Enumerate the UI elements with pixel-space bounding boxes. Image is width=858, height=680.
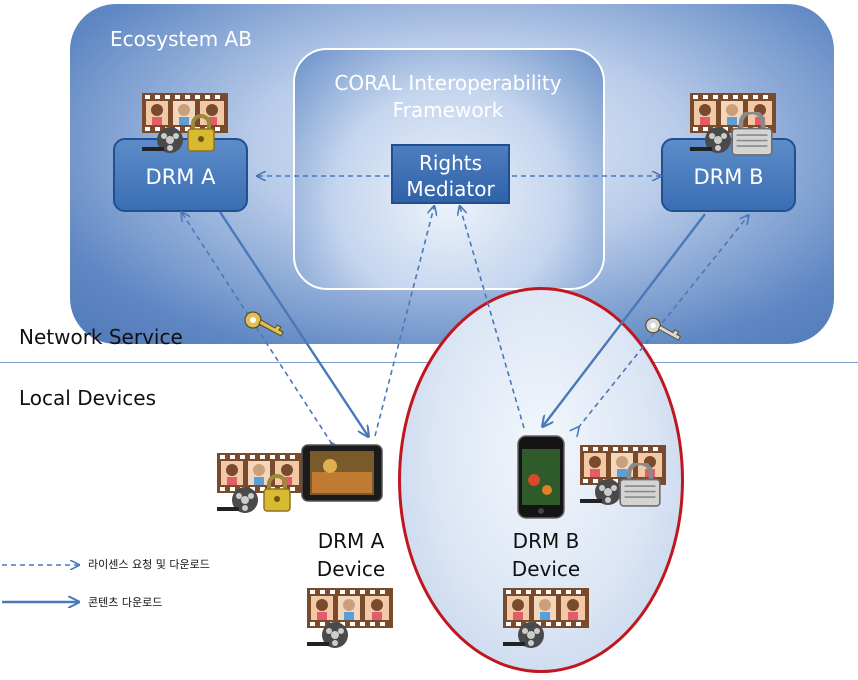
- drm-b-license-arrow: [578, 216, 748, 428]
- coral-framework-box: [293, 48, 605, 290]
- rights-mediator-line1: Rights: [418, 151, 483, 175]
- legend-dashed-label: 라이센스 요청 및 다운로드: [88, 558, 210, 571]
- drm-a-content-arrow: [218, 211, 368, 436]
- drm-b-device-line2: Device: [511, 557, 581, 581]
- device-a-to-mediator-arrow: [374, 207, 434, 437]
- drm-a-device-line1: DRM A: [317, 529, 385, 553]
- drm-a-license-arrow: [182, 213, 332, 444]
- drm-a-device-line2: Device: [316, 557, 386, 581]
- coral-title-line2: Framework: [392, 98, 504, 122]
- drm-b-device-label: DRM B Device: [491, 527, 601, 583]
- drm-a-film-reel-icon: [142, 93, 228, 153]
- coral-framework-title: CORAL Interoperability Framework: [295, 70, 601, 124]
- rights-mediator-box: Rights Mediator: [391, 144, 510, 204]
- tablet-device-icon: [301, 444, 383, 502]
- device-b-to-mediator-arrow: [460, 207, 525, 429]
- legend-solid-label: 콘텐츠 다운로드: [88, 596, 163, 609]
- drm-a-device-label: DRM A Device: [296, 527, 406, 583]
- drm-b-device-line1: DRM B: [512, 529, 580, 553]
- license-arrows: [182, 176, 748, 444]
- legend: [2, 565, 78, 602]
- drm-b-label: DRM B: [693, 165, 764, 189]
- rights-mediator-line2: Mediator: [406, 177, 495, 201]
- gold-key-icon: [244, 311, 284, 337]
- drm-a-device-film-reel-icon: [307, 588, 393, 648]
- drm-b-device-film-reel-icon: [503, 588, 589, 648]
- coral-title-line1: CORAL Interoperability: [334, 71, 562, 95]
- smartphone-icon: [517, 435, 565, 519]
- drm-b-content-arrow: [543, 213, 706, 426]
- content-arrows: [218, 211, 706, 436]
- local-devices-label: Local Devices: [19, 386, 157, 410]
- network-service-label: Network Service: [19, 325, 183, 349]
- drm-a-label: DRM A: [145, 165, 216, 189]
- ecosystem-title: Ecosystem AB: [110, 27, 252, 51]
- drm-b-box: DRM B: [661, 138, 796, 212]
